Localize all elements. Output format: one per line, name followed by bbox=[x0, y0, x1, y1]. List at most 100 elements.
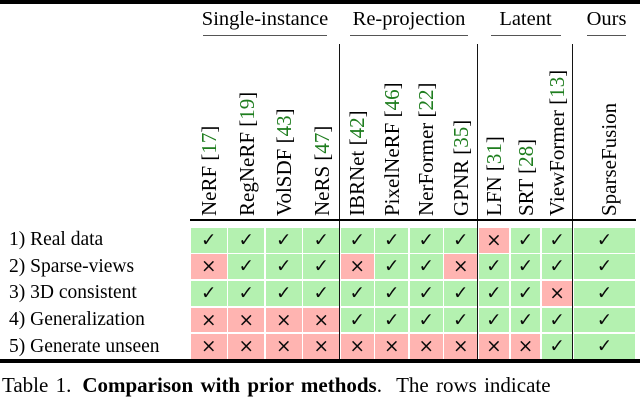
group-underline bbox=[350, 35, 468, 37]
citation: 43 bbox=[272, 108, 296, 148]
row-label: 1) Real data bbox=[0, 227, 190, 254]
cross-mark-cell: × bbox=[190, 254, 228, 281]
cross-mark-cell: × bbox=[265, 307, 303, 334]
cross-mark-cell: × bbox=[340, 333, 375, 360]
citation: 19 bbox=[235, 92, 259, 132]
citation-number: 22 bbox=[414, 89, 438, 111]
caption-table-number: Table 1. bbox=[2, 373, 72, 397]
citation: 28 bbox=[514, 139, 538, 179]
check-mark-cell: ✓ bbox=[375, 254, 410, 281]
group-header-latent: Latent bbox=[478, 6, 573, 37]
citation-number: 13 bbox=[545, 76, 569, 98]
check-mark-cell: ✓ bbox=[478, 307, 510, 334]
check-mark-cell: ✓ bbox=[190, 280, 228, 307]
check-mark-cell: ✓ bbox=[541, 307, 573, 334]
group-header-ours: Ours bbox=[575, 6, 638, 37]
cross-mark-cell: × bbox=[303, 307, 341, 334]
citation-number: 46 bbox=[379, 89, 404, 111]
group-header-re-projection: Re-projection bbox=[340, 6, 478, 37]
check-mark-cell: ✓ bbox=[340, 307, 375, 334]
check-mark-cell: ✓ bbox=[228, 254, 266, 281]
cross-mark-cell: × bbox=[409, 333, 444, 360]
cross-mark-cell: × bbox=[510, 333, 542, 360]
cross-mark-cell: × bbox=[228, 307, 266, 334]
method-name: NerFormer bbox=[414, 122, 438, 216]
citation-number: 19 bbox=[234, 98, 259, 120]
check-mark-cell: ✓ bbox=[478, 254, 510, 281]
check-mark-cell: ✓ bbox=[444, 280, 479, 307]
check-mark-cell: ✓ bbox=[265, 280, 303, 307]
cross-mark-cell: × bbox=[478, 333, 510, 360]
group-separator-3 bbox=[571, 44, 574, 360]
method-name: SRT bbox=[513, 179, 538, 216]
row-label: 5) Generate unseen bbox=[0, 333, 190, 360]
citation: 31 bbox=[482, 136, 506, 176]
citation-number: 35 bbox=[448, 126, 473, 148]
check-mark-cell: ✓ bbox=[303, 227, 341, 254]
table-bottom-rule bbox=[0, 359, 640, 363]
col-header-regnerf: RegNeRF 19 bbox=[234, 43, 259, 216]
citation-number: 47 bbox=[309, 132, 334, 154]
group-label: Single-instance bbox=[201, 8, 329, 30]
citation: 47 bbox=[310, 126, 334, 166]
check-mark-cell: ✓ bbox=[409, 280, 444, 307]
cross-mark-cell: × bbox=[228, 333, 266, 360]
method-name: ViewFormer bbox=[545, 109, 569, 216]
check-mark-cell: ✓ bbox=[478, 280, 510, 307]
method-name: NeRS bbox=[309, 165, 334, 216]
method-name: PixelNeRF bbox=[379, 122, 404, 216]
check-mark-cell: ✓ bbox=[573, 307, 636, 334]
col-header-srt: SRT 28 bbox=[513, 43, 538, 216]
group-underline bbox=[490, 35, 561, 37]
check-mark-cell: ✓ bbox=[265, 227, 303, 254]
col-header-ners: NeRS 47 bbox=[309, 43, 334, 216]
cross-mark-cell: × bbox=[541, 280, 573, 307]
check-mark-cell: ✓ bbox=[375, 280, 410, 307]
check-mark-cell: ✓ bbox=[409, 227, 444, 254]
check-mark-cell: ✓ bbox=[340, 227, 375, 254]
group-header-single-instance: Single-instance bbox=[190, 6, 340, 37]
method-name: IBRNet bbox=[345, 150, 369, 216]
check-mark-cell: ✓ bbox=[510, 280, 542, 307]
method-name: RegNeRF bbox=[234, 132, 259, 216]
cross-mark-cell: × bbox=[375, 333, 410, 360]
citation-number: 17 bbox=[197, 132, 221, 154]
check-mark-cell: ✓ bbox=[573, 227, 636, 254]
group-underline bbox=[587, 35, 626, 37]
check-mark-cell: ✓ bbox=[375, 227, 410, 254]
check-mark-cell: ✓ bbox=[228, 280, 266, 307]
col-header-sparsefusion: SparseFusion bbox=[597, 43, 621, 216]
cross-mark-cell: × bbox=[303, 333, 341, 360]
citation: 35 bbox=[449, 120, 473, 160]
check-mark-cell: ✓ bbox=[510, 307, 542, 334]
check-mark-cell: ✓ bbox=[303, 254, 341, 281]
group-separator-1 bbox=[338, 44, 341, 360]
citation-number: 28 bbox=[513, 145, 538, 167]
col-header-nerformer: NerFormer 22 bbox=[414, 43, 438, 216]
check-mark-cell: ✓ bbox=[409, 307, 444, 334]
citation: 46 bbox=[380, 82, 404, 122]
check-mark-cell: ✓ bbox=[510, 227, 542, 254]
check-mark-cell: ✓ bbox=[541, 333, 573, 360]
cross-mark-cell: × bbox=[190, 307, 228, 334]
col-header-ibrnet: IBRNet 42 bbox=[345, 43, 369, 216]
col-header-lfn: LFN31 bbox=[482, 43, 506, 216]
caption-title: Comparison with prior methods bbox=[82, 373, 377, 397]
citation-number: 42 bbox=[345, 117, 369, 139]
check-mark-cell: ✓ bbox=[303, 280, 341, 307]
group-label: Ours bbox=[586, 8, 627, 30]
comparison-matrix: 1) Real data ✓ ✓ ✓ ✓ ✓ ✓ ✓ ✓ × ✓ ✓ ✓ 2) … bbox=[0, 227, 636, 360]
col-header-gpnr: GPNR35 bbox=[449, 43, 473, 216]
citation-number: 43 bbox=[272, 115, 296, 137]
check-mark-cell: ✓ bbox=[375, 307, 410, 334]
method-name: NeRF bbox=[197, 165, 221, 216]
group-label: Re-projection bbox=[352, 8, 466, 30]
check-mark-cell: ✓ bbox=[541, 254, 573, 281]
row-label: 3) 3D consistent bbox=[0, 280, 190, 307]
check-mark-cell: ✓ bbox=[510, 254, 542, 281]
method-name: VolSDF bbox=[272, 148, 296, 216]
row-label: 4) Generalization bbox=[0, 306, 190, 334]
check-mark-cell: ✓ bbox=[573, 333, 636, 360]
citation: 17 bbox=[197, 126, 221, 166]
check-mark-cell: ✓ bbox=[444, 227, 479, 254]
